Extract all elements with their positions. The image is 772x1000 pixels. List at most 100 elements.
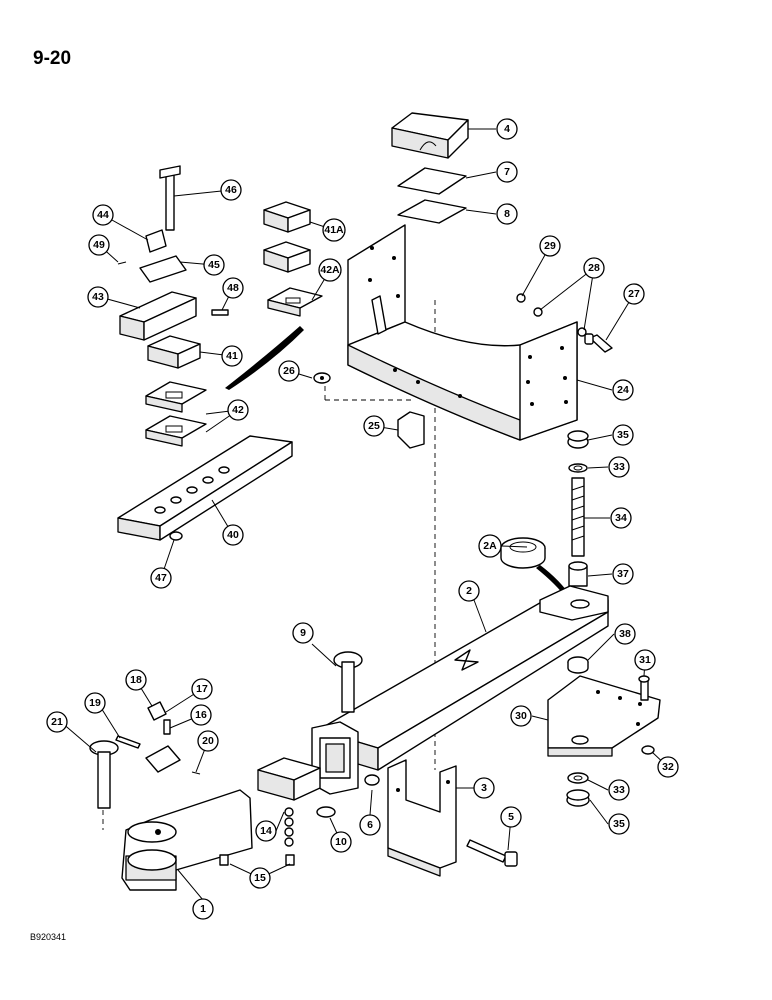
part-43-block — [119, 291, 197, 341]
callout-42: 42 — [227, 399, 249, 421]
callout-49-label: 49 — [93, 239, 105, 251]
callout-44: 44 — [92, 204, 114, 226]
callout-34: 34 — [610, 507, 632, 529]
upper-left-hardware — [117, 165, 229, 316]
callout-9-label: 9 — [300, 627, 306, 639]
callout-45: 45 — [203, 254, 225, 276]
part-38-bushing — [567, 656, 589, 674]
callout-15: 15 — [249, 867, 271, 889]
callout-14-label: 14 — [260, 825, 272, 837]
callout-31-label: 31 — [639, 654, 651, 666]
callout-37: 37 — [612, 563, 634, 585]
callout-2: 2 — [458, 580, 480, 602]
callout-41a: 41A — [322, 218, 346, 242]
callout-31: 31 — [634, 649, 656, 671]
callout-5-label: 5 — [508, 811, 514, 823]
callout-41: 41 — [221, 345, 243, 367]
callout-9: 9 — [292, 622, 314, 644]
callout-37-label: 37 — [617, 568, 629, 580]
callout-24-label: 24 — [617, 384, 629, 396]
callout-30-label: 30 — [515, 710, 527, 722]
callout-10-label: 10 — [335, 836, 347, 848]
part-6-nut — [364, 774, 380, 786]
callout-17-label: 17 — [196, 683, 208, 695]
part-14-block — [257, 757, 321, 847]
callout-17: 17 — [191, 678, 213, 700]
callout-46: 46 — [220, 179, 242, 201]
callout-34-label: 34 — [615, 512, 627, 524]
callout-26-label: 26 — [283, 365, 295, 377]
callout-19: 19 — [84, 692, 106, 714]
callout-41a-label: 41A — [324, 224, 344, 236]
part-5-bolt — [466, 839, 518, 867]
callout-40-label: 40 — [227, 529, 239, 541]
callout-32: 32 — [657, 756, 679, 778]
callout-18-label: 18 — [130, 674, 142, 686]
callout-10: 10 — [330, 831, 352, 853]
callout-33-upper-label: 33 — [613, 461, 625, 473]
part-4-cap — [391, 112, 469, 159]
callout-1-label: 1 — [200, 903, 206, 915]
part-42-plates — [145, 381, 207, 447]
hitch-pin-hardware — [115, 701, 201, 775]
callout-24: 24 — [612, 379, 634, 401]
callout-35-upper: 35 — [612, 424, 634, 446]
callout-20: 20 — [197, 730, 219, 752]
callout-35-lower-label: 35 — [613, 818, 625, 830]
callout-49: 49 — [88, 234, 110, 256]
callout-4-label: 4 — [504, 123, 510, 135]
callout-43-label: 43 — [92, 291, 104, 303]
part-1-drawbar-end — [121, 789, 295, 891]
callout-47: 47 — [150, 567, 172, 589]
callout-26: 26 — [278, 360, 300, 382]
callout-14: 14 — [255, 820, 277, 842]
right-stud-stack — [567, 430, 589, 587]
callout-29-label: 29 — [544, 240, 556, 252]
part-3-clamp — [387, 759, 457, 877]
part-2-tube — [311, 585, 609, 795]
callout-2-label: 2 — [466, 585, 472, 597]
callout-3: 3 — [473, 777, 495, 799]
callout-33-lower-label: 33 — [613, 784, 625, 796]
callout-2a-label: 2A — [483, 540, 497, 552]
page-number: 9-20 — [33, 48, 72, 69]
part-24-u-bracket — [347, 224, 578, 441]
callout-25-label: 25 — [368, 420, 380, 432]
lower-washer-nut — [566, 772, 590, 807]
callout-46-label: 46 — [225, 184, 237, 196]
callout-8: 8 — [496, 203, 518, 225]
callout-7: 7 — [496, 161, 518, 183]
callout-48: 48 — [222, 277, 244, 299]
callout-30: 30 — [510, 705, 532, 727]
callout-4: 4 — [496, 118, 518, 140]
callout-27-label: 27 — [628, 288, 640, 300]
callout-25: 25 — [363, 415, 385, 437]
callout-2a: 2A — [478, 534, 502, 558]
callout-29: 29 — [539, 235, 561, 257]
callout-33-upper: 33 — [608, 456, 630, 478]
callout-42a-label: 42A — [320, 264, 340, 276]
callout-18: 18 — [125, 669, 147, 691]
callout-3-label: 3 — [481, 782, 487, 794]
callout-35-upper-label: 35 — [617, 429, 629, 441]
callout-21-label: 21 — [51, 716, 63, 728]
callout-44-label: 44 — [97, 209, 109, 221]
part-40-drawbar-plate — [117, 435, 293, 541]
part-31-bolt — [638, 675, 650, 701]
callout-35-lower: 35 — [608, 813, 630, 835]
part-30-bracket — [547, 675, 661, 757]
part-26-fitting — [313, 372, 331, 384]
callout-16-label: 16 — [195, 709, 207, 721]
part-41a-blocks — [263, 201, 311, 273]
callout-27: 27 — [623, 283, 645, 305]
part-47-nut — [169, 531, 183, 541]
callout-28-label: 28 — [588, 262, 600, 274]
callout-6-label: 6 — [367, 819, 373, 831]
callout-32-label: 32 — [662, 761, 674, 773]
figure-code: B920341 — [30, 932, 67, 942]
part-41-block — [147, 335, 201, 369]
part-32-nut — [641, 745, 655, 755]
callout-42-label: 42 — [232, 404, 244, 416]
callout-45-label: 45 — [208, 259, 220, 271]
